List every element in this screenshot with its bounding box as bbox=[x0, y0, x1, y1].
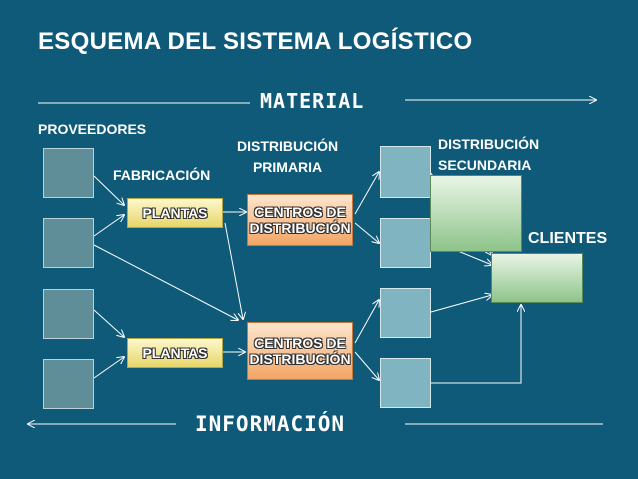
plant-box: PLANTAS bbox=[127, 198, 223, 228]
flow-arrow bbox=[224, 222, 243, 319]
supplier-box bbox=[43, 289, 94, 339]
flow-arrow bbox=[93, 309, 124, 337]
distribution-center-box: CENTROS DE DISTRIBUCIÓN bbox=[247, 322, 353, 380]
flow-arrow bbox=[430, 295, 492, 313]
supplier-box bbox=[43, 218, 94, 268]
secondary-distribution-label-line1: DISTRIBUCIÓN bbox=[438, 136, 540, 152]
primary-distribution-label-line2: PRIMARIA bbox=[252, 159, 323, 175]
primary-distribution-label: DISTRIBUCIÓN PRIMARIA bbox=[237, 136, 338, 178]
flow-arrow bbox=[93, 357, 124, 379]
flow-arrow bbox=[93, 215, 124, 237]
flow-arrow bbox=[354, 300, 379, 344]
flow-arrow bbox=[93, 244, 238, 320]
flow-arrow bbox=[354, 172, 379, 215]
plant-box: PLANTAS bbox=[127, 338, 223, 368]
distribution-center-box: CENTROS DE DISTRIBUCIÓN bbox=[247, 194, 353, 246]
plant-label: PLANTAS bbox=[142, 205, 208, 221]
secondary-distribution-box bbox=[380, 358, 431, 408]
customer-box bbox=[491, 253, 583, 303]
secondary-distribution-box bbox=[380, 288, 431, 338]
flow-arrow bbox=[354, 222, 379, 243]
material-flow-label: MATERIAL bbox=[260, 89, 365, 113]
plant-label: PLANTAS bbox=[142, 345, 208, 361]
secondary-distribution-box bbox=[380, 146, 431, 198]
suppliers-label: PROVEEDORES bbox=[38, 121, 147, 137]
distribution-center-label-line1: CENTROS DE bbox=[254, 204, 346, 220]
primary-distribution-label-line1: DISTRIBUCIÓN bbox=[237, 138, 339, 154]
distribution-center-label-line2: DISTRIBUCIÓN bbox=[249, 351, 351, 367]
manufacturing-label: FABRICACIÓN bbox=[113, 167, 211, 183]
customers-label: CLIENTES bbox=[528, 230, 608, 247]
distribution-center-label-line2: DISTRIBUCIÓN bbox=[249, 220, 351, 236]
flow-arrow bbox=[431, 305, 521, 384]
customer-box bbox=[430, 175, 522, 252]
supplier-box bbox=[43, 359, 94, 409]
flow-arrow bbox=[93, 175, 124, 205]
distribution-center-label-line1: CENTROS DE bbox=[254, 335, 346, 351]
secondary-distribution-box bbox=[380, 218, 431, 268]
secondary-distribution-label: DISTRIBUCIÓN SECUNDARIA bbox=[438, 134, 539, 176]
information-flow-label: INFORMACIÓN bbox=[195, 412, 346, 436]
supplier-box bbox=[43, 148, 94, 198]
page-title: ESQUEMA DEL SISTEMA LOGÍSTICO bbox=[38, 28, 473, 55]
secondary-distribution-label-line2: SECUNDARIA bbox=[438, 157, 532, 173]
flow-arrow bbox=[354, 351, 379, 380]
